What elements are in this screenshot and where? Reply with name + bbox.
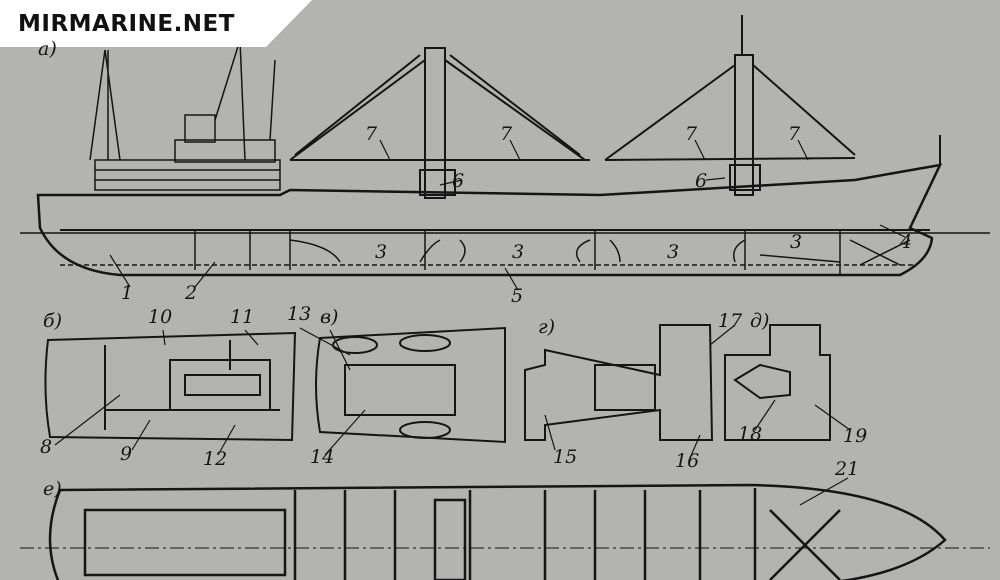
callout-21: 21 (835, 458, 860, 480)
deck-plan-e (20, 483, 990, 580)
callout-19: 19 (843, 425, 868, 447)
callout-4: 4 (900, 231, 913, 253)
callout-9: 9 (120, 443, 133, 465)
superstructure (89, 39, 281, 191)
callout-17: 17 (718, 310, 743, 332)
deck-plan-b (44, 331, 297, 442)
logo-text: MIRMARINE.NET (18, 11, 235, 37)
site-logo: MIRMARINE.NET (0, 0, 320, 48)
callout-14: 14 (310, 446, 335, 468)
callout-3: 3 (375, 241, 388, 263)
hull-profile (36, 163, 943, 277)
callout-12: 12 (203, 448, 228, 470)
view-label-d: д) (750, 310, 770, 332)
deck-plan-d (724, 324, 831, 441)
callout-10: 10 (148, 306, 173, 328)
callout-13: 13 (287, 303, 312, 325)
view-label-a: а) (38, 38, 57, 60)
view-label-b: б) (43, 310, 63, 332)
callout-15: 15 (553, 446, 578, 468)
callout-7: 7 (685, 123, 698, 145)
view-label-g: г) (538, 316, 556, 338)
cargo-derricks (289, 15, 941, 199)
callout-7: 7 (788, 123, 801, 145)
callout-16: 16 (675, 450, 700, 472)
callout-3: 3 (790, 231, 803, 253)
callout-6: 6 (695, 170, 708, 192)
callout-18: 18 (738, 423, 763, 445)
callout-8: 8 (40, 436, 53, 458)
callout-3: 3 (512, 241, 525, 263)
ballast-tanks (194, 230, 911, 275)
leader-lines (54, 139, 906, 506)
callout-1: 1 (121, 282, 134, 304)
callout-7: 7 (365, 123, 378, 145)
deck-plan-g (524, 324, 714, 441)
view-label-e: е) (43, 478, 62, 500)
callout-7: 7 (500, 123, 513, 145)
deck-plan-v (315, 326, 506, 444)
callout-5: 5 (511, 285, 524, 307)
callout-3: 3 (667, 241, 680, 263)
view-label-v: в) (320, 306, 339, 328)
callout-6: 6 (452, 170, 465, 192)
callout-2: 2 (185, 282, 198, 304)
callout-11: 11 (230, 306, 255, 328)
